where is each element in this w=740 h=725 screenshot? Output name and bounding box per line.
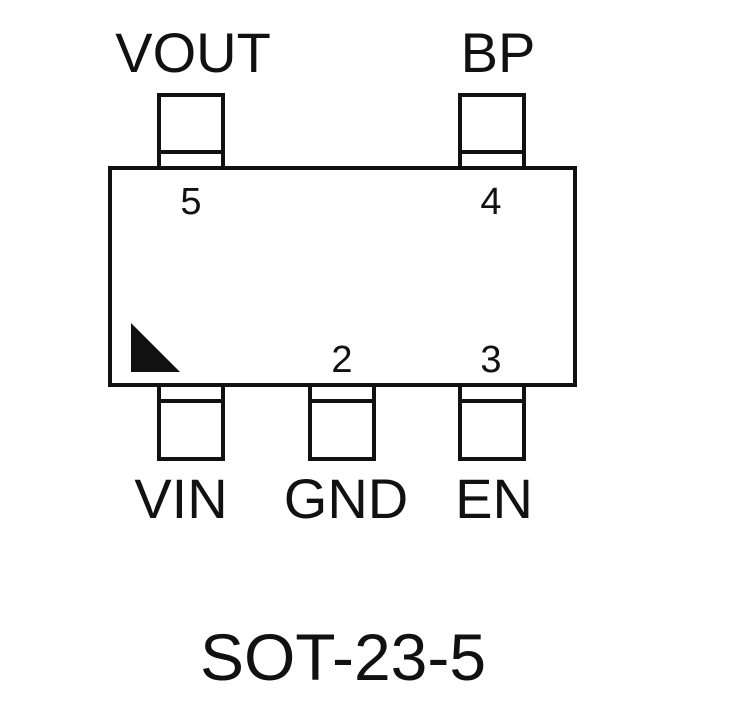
pin-2-lead <box>308 383 376 461</box>
pin-4-number: 4 <box>480 181 501 223</box>
pin-2-number: 2 <box>331 339 352 381</box>
package-name: SOT-23-5 <box>200 620 486 694</box>
pin-5-number: 5 <box>180 181 201 223</box>
package-body <box>108 166 577 387</box>
pin-3-number: 3 <box>480 339 501 381</box>
pin-2-name: GND <box>284 467 408 530</box>
pin-4-name: BP <box>461 21 536 84</box>
pin1-marker-triangle <box>131 323 180 372</box>
pin-5-lead <box>157 93 225 170</box>
pin-3-name: EN <box>455 467 533 530</box>
pin-1-name: VIN <box>134 467 227 530</box>
pin-3-lead <box>458 383 526 461</box>
pin-4-lead <box>458 93 526 170</box>
pin-1-lead <box>157 383 225 461</box>
pin-5-name: VOUT <box>115 21 271 84</box>
